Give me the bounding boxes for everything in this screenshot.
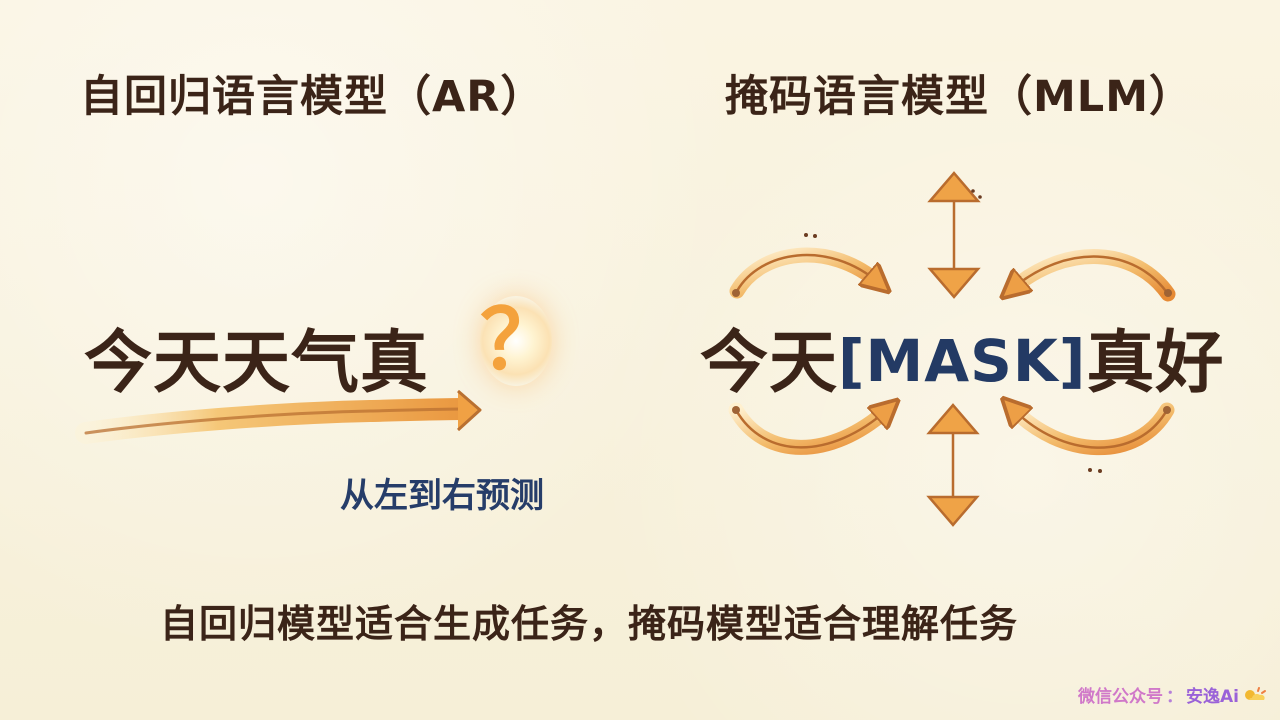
mlm-title: 掩码语言模型（MLM）: [725, 72, 1193, 122]
ar-sentence-text: 今天天气真: [84, 324, 430, 403]
mlm-sentence-prefix: 今天: [700, 324, 839, 403]
question-mark: ？: [480, 293, 563, 388]
mask-token: [MASK]: [838, 327, 1087, 395]
watermark: 微信公众号 ： 安逸Ai: [1078, 682, 1266, 707]
watermark-separator: ：: [1166, 687, 1184, 707]
ar-direction-label: 从左到右预测: [340, 476, 544, 516]
watermark-brand: 安逸Ai: [1186, 687, 1239, 707]
summary-text: 自回归模型适合生成任务，掩码模型适合理解任务: [160, 602, 1019, 646]
mlm-sentence-suffix: 真好: [1086, 324, 1225, 403]
ar-sentence: 今天天气真: [84, 307, 429, 406]
ar-title: 自回归语言模型（AR）: [80, 72, 545, 122]
mlm-sentence: 今天[MASK]真好: [700, 307, 1224, 406]
watermark-source: 微信公众号: [1078, 687, 1164, 707]
sun-cloud-icon: [1245, 686, 1266, 700]
